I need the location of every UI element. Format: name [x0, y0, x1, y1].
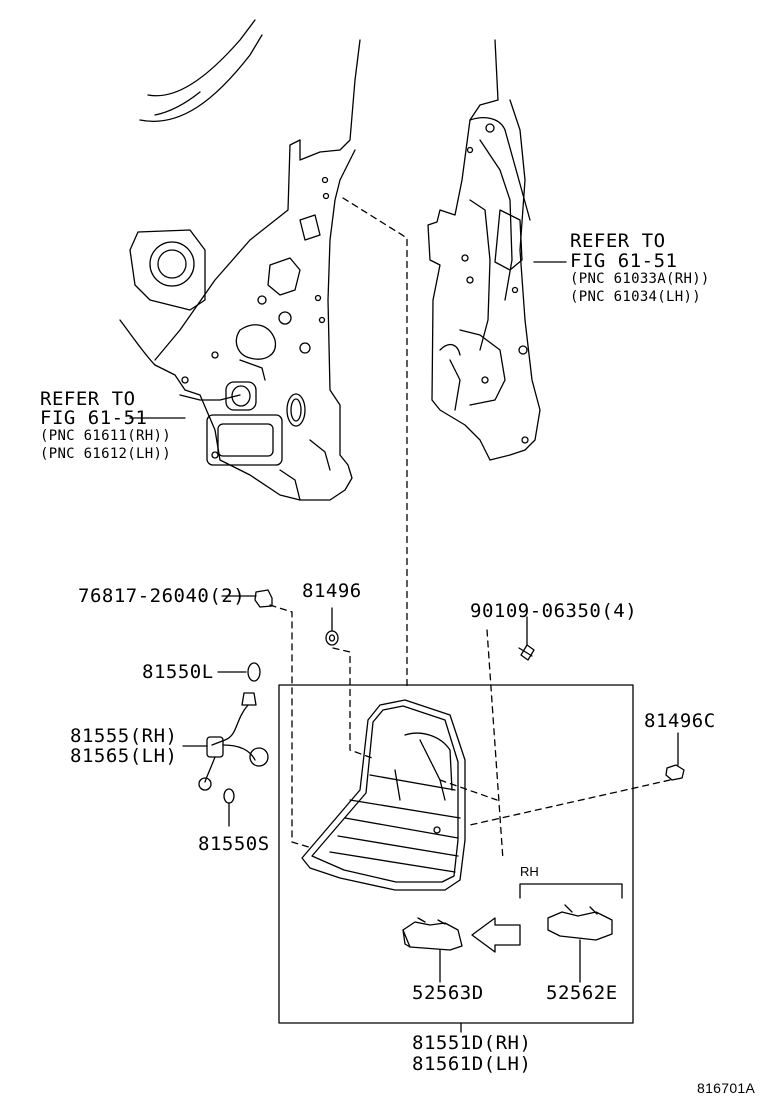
part-81550L: 81550L — [142, 661, 214, 683]
refer-right-line2: FIG 61-51 — [570, 250, 678, 272]
refer-left-line2: FIG 61-51 — [40, 407, 148, 429]
part-81561D: 81561D(LH) — [412, 1053, 532, 1075]
part-81565: 81565(LH) — [70, 745, 178, 767]
bulb-81550S — [223, 788, 235, 827]
part-81555: 81555(RH) — [70, 725, 178, 747]
rh-label: RH — [520, 864, 539, 879]
refer-right-pnc1: (PNC 61033A(RH)) — [570, 271, 710, 287]
part-81550S: 81550S — [198, 833, 270, 855]
part-52563D: 52563D — [412, 982, 484, 1004]
bulb-81550L — [217, 662, 261, 682]
socket-wire-81555 — [182, 692, 269, 791]
part-76817: 76817-26040(2) — [78, 585, 246, 607]
grommet-81496C — [665, 732, 685, 781]
assembly-dashed-lines — [269, 197, 671, 861]
refer-left-line1: REFER TO — [40, 388, 136, 410]
part-81551D: 81551D(RH) — [412, 1032, 532, 1054]
grommet-81496 — [325, 607, 339, 646]
clip-76817 — [221, 589, 273, 608]
rh-bracket — [519, 883, 623, 899]
tail-lamp-drawing — [301, 699, 466, 891]
part-52562E: 52562E — [546, 982, 618, 1004]
left-quarter-panel-drawing — [119, 19, 361, 501]
bracket-52563D — [402, 917, 463, 983]
lamp-assembly-box — [278, 684, 634, 1024]
screw-90109 — [518, 616, 535, 661]
figure-code: 816701A — [697, 1080, 756, 1096]
bracket-52562E — [547, 904, 613, 983]
part-81496C: 81496C — [644, 710, 716, 732]
part-81496: 81496 — [302, 580, 362, 602]
arrow-right-to-left — [471, 917, 521, 953]
refer-left-pnc1: (PNC 61611(RH)) — [40, 428, 171, 444]
refer-right-pnc2: (PNC 61034(LH)) — [570, 289, 701, 305]
refer-left-pnc2: (PNC 61612(LH)) — [40, 446, 171, 462]
part-90109: 90109-06350(4) — [470, 600, 638, 622]
right-pillar-panel-drawing — [427, 39, 541, 461]
refer-right-line1: REFER TO — [570, 230, 666, 252]
